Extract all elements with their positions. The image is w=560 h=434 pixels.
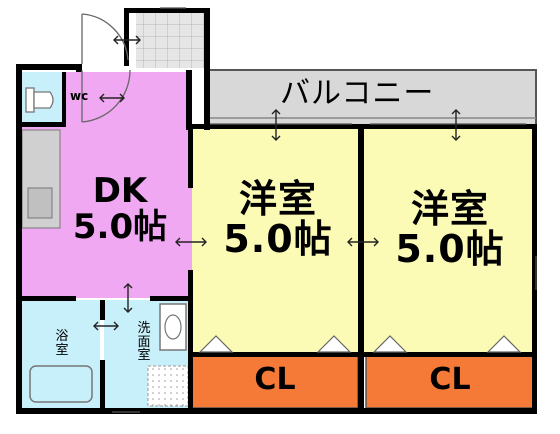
entrance-tile-area	[136, 12, 206, 68]
washroom-label-line3: 室	[137, 348, 151, 364]
western-room-1-size: 5.0帖	[223, 216, 333, 261]
closet-door-marks	[198, 335, 522, 353]
bath-label-line2: 室	[55, 342, 69, 358]
bath-label-line1: 浴	[55, 329, 69, 344]
dk-name: DK	[92, 171, 148, 211]
door-swings	[81, 13, 131, 123]
washer-space	[147, 365, 189, 407]
closet-1-label: CL	[254, 362, 296, 397]
toilet-icon	[25, 87, 54, 113]
dk-room	[22, 72, 192, 298]
passage-arrows	[93, 35, 461, 331]
dk-label: DK 5.0帖	[60, 171, 180, 247]
washroom-label: 洗 面 室	[134, 322, 154, 363]
wc-label: wc	[70, 89, 89, 103]
washbasin	[159, 303, 187, 351]
bath-label: 浴 室	[52, 330, 72, 357]
western-room-2	[362, 128, 534, 356]
balcony-label: バルコニー	[280, 76, 435, 111]
dk-size: 5.0帖	[72, 206, 168, 247]
washroom-label-line2: 面	[137, 334, 151, 350]
closet-2-label: CL	[429, 362, 471, 397]
bathtub	[29, 365, 93, 403]
western-room-1-name: 洋室	[238, 177, 317, 221]
closet-1	[191, 355, 359, 409]
western-room-2-size: 5.0帖	[395, 226, 505, 271]
western-room-1	[192, 128, 362, 356]
western-room-1-label: 洋室 5.0帖	[200, 177, 356, 261]
washroom-label-line1: 洗	[137, 321, 151, 336]
windows	[112, 7, 537, 413]
walls	[16, 8, 537, 414]
closet-2	[365, 355, 535, 409]
western-room-2-name: 洋室	[410, 187, 489, 231]
western-room-2-label: 洋室 5.0帖	[372, 187, 528, 271]
